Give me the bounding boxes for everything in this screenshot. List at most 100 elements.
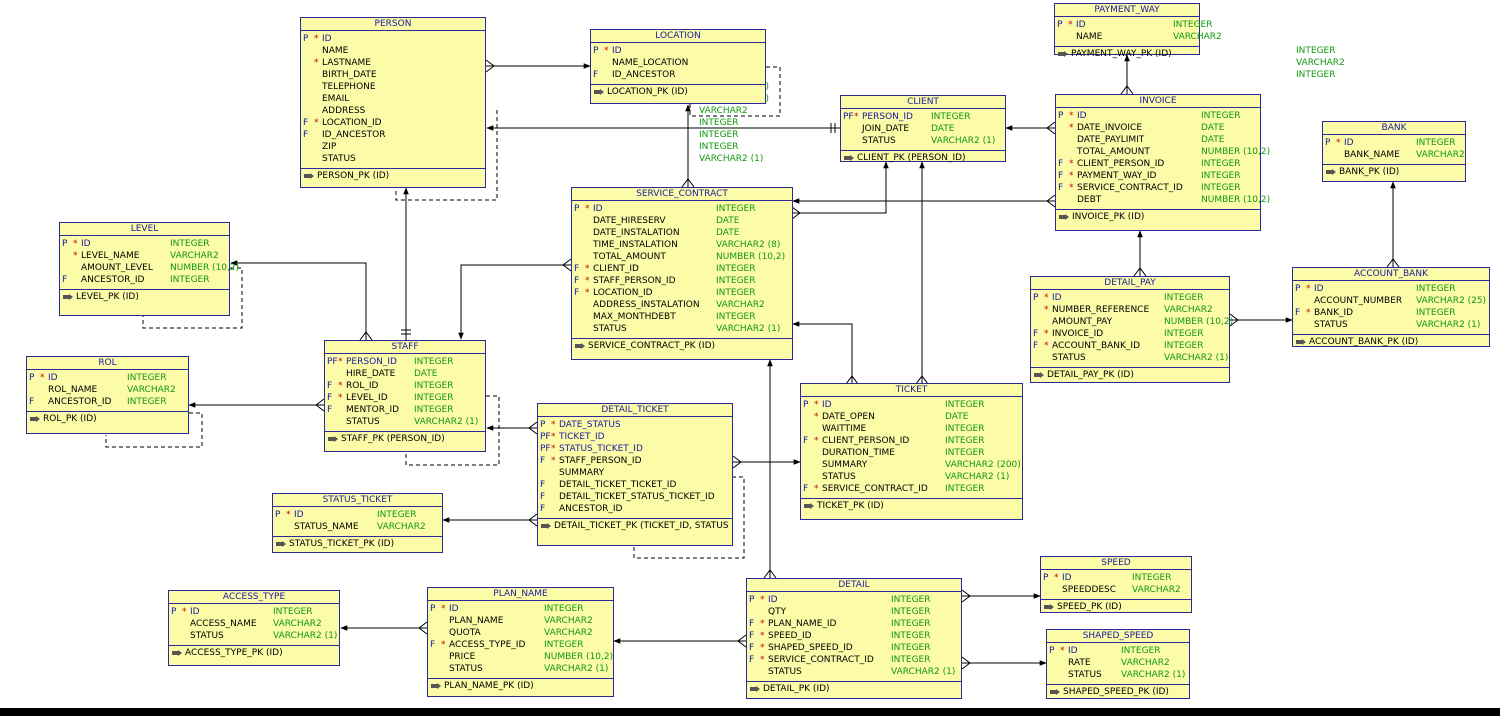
key-icon xyxy=(30,416,40,422)
column-mandatory-flag: * xyxy=(73,251,78,261)
entity-pk: PLAN_NAME_PK (ID) xyxy=(444,681,534,691)
column-name: SPEEDDESC xyxy=(1062,585,1117,595)
column-type: INTEGER xyxy=(891,631,931,641)
column-type: INTEGER xyxy=(945,448,985,458)
column-name: ANCESTOR_ID xyxy=(48,397,112,407)
key-icon xyxy=(1050,689,1060,695)
entity-person[interactable]: PERSON P*IDINTEGERNAMEVARCHAR2*LASTNAMEV… xyxy=(300,17,769,188)
column-row: NAME_LOCATION VARCHAR2 xyxy=(591,57,1345,69)
column-name: PAYMENT_WAY_ID xyxy=(1077,171,1157,181)
column-key-flag: P xyxy=(430,604,436,614)
column-name: NAME_LOCATION xyxy=(612,58,689,68)
entity-title: SERVICE_CONTRACT xyxy=(572,188,792,201)
column-mandatory-flag: * xyxy=(551,444,556,454)
column-key-flag: PF xyxy=(327,357,338,367)
column-type: INTEGER xyxy=(891,595,931,605)
key-icon xyxy=(63,294,73,300)
entity-pk: BANK_PK (ID) xyxy=(1339,167,1400,177)
column-type: VARCHAR2 xyxy=(1296,58,1345,68)
column-key-flag: P xyxy=(1057,20,1063,30)
key-icon xyxy=(276,541,286,547)
column-type: VARCHAR2 (1) xyxy=(1164,353,1229,363)
column-mandatory-flag: * xyxy=(1068,20,1073,30)
column-type: NUMBER (10,2) xyxy=(1201,147,1271,157)
column-mandatory-flag: * xyxy=(854,112,859,122)
column-name: SHAPED_SPEED_ID xyxy=(768,643,853,653)
column-type: INTEGER xyxy=(1296,46,1336,56)
column-name: STATUS xyxy=(449,664,483,674)
entity-title: BANK xyxy=(1323,122,1465,135)
column-key-flag: F xyxy=(803,484,809,494)
column-type: INTEGER xyxy=(1201,111,1241,121)
column-type: VARCHAR2 xyxy=(544,616,593,626)
column-type: INTEGER xyxy=(1132,573,1172,583)
column-key-flag: F xyxy=(303,118,309,128)
column-row: PF*TICKET_ID xyxy=(538,431,732,443)
column-key-flag: P xyxy=(574,204,580,214)
column-mandatory-flag: * xyxy=(814,400,819,410)
entity-pk: ROL_PK (ID) xyxy=(43,414,97,424)
entity-title: INVOICE xyxy=(1056,95,1260,108)
key-icon xyxy=(1058,51,1068,57)
column-name: PERSON_ID xyxy=(862,112,913,122)
column-key-flag: F xyxy=(749,631,755,641)
column-name: CLIENT_ID xyxy=(593,264,639,274)
entity-title: ACCESS_TYPE xyxy=(169,591,339,604)
column-mandatory-flag: * xyxy=(338,357,343,367)
column-type: INTEGER xyxy=(1416,284,1456,294)
column-name: PLAN_NAME_ID xyxy=(768,619,837,629)
column-key-flag: P xyxy=(1058,111,1064,121)
entity-title: STAFF xyxy=(325,341,485,354)
column-type: VARCHAR2 (1) xyxy=(945,472,1010,482)
column-key-flag: F xyxy=(574,276,580,286)
column-type: VARCHAR2 xyxy=(1173,32,1222,42)
column-type: INTEGER xyxy=(127,397,167,407)
column-key-flag: F xyxy=(540,492,546,502)
column-name: TICKET_ID xyxy=(559,432,605,442)
column-type: INTEGER xyxy=(273,607,313,617)
column-name: DATE_STATUS xyxy=(559,420,621,430)
column-key-flag: PF xyxy=(843,112,854,122)
column-name: ANCESTOR_ID xyxy=(559,504,623,514)
column-name: STAFF_PERSON_ID xyxy=(593,276,676,286)
column-name: STATUS xyxy=(862,136,896,146)
column-type: VARCHAR2 xyxy=(699,106,748,116)
entity-title: SHAPED_SPEED xyxy=(1047,630,1189,643)
